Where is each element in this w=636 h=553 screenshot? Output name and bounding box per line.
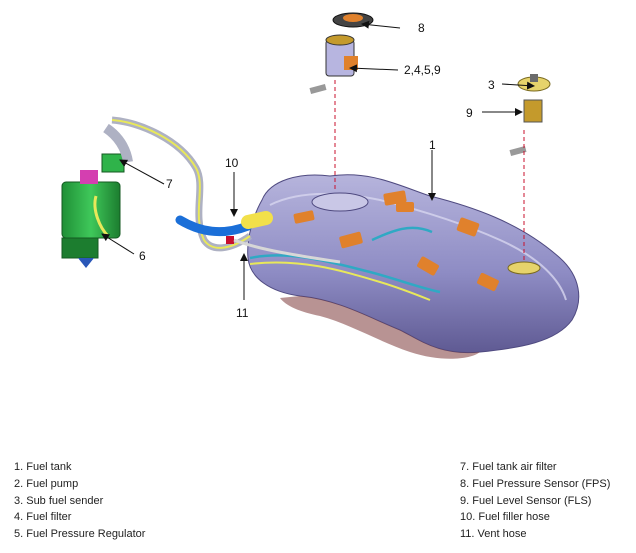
filler-hose — [103, 116, 341, 264]
callout-9: 9 — [466, 106, 473, 120]
leader-lines — [101, 20, 535, 300]
canister-assembly — [61, 153, 125, 268]
legend-item: 3. Sub fuel sender — [14, 494, 104, 507]
legend-right: 7. Fuel tank air filter 8. Fuel Pressure… — [460, 459, 610, 543]
legend-item: 7. Fuel tank air filter — [460, 461, 557, 473]
callout-6: 6 — [139, 249, 146, 263]
callout-1: 1 — [429, 138, 436, 152]
callout-8: 8 — [418, 21, 425, 35]
fuel-system-diagram: 8 2,4,5,9 3 9 1 10 7 6 11 — [61, 12, 580, 359]
callout-7: 7 — [166, 177, 173, 191]
callout-2459: 2,4,5,9 — [404, 63, 441, 77]
legend-item: 8. Fuel Pressure Sensor (FPS) — [460, 477, 611, 490]
sub-fuel-sender — [509, 74, 551, 262]
legend-item: 4. Fuel filter — [14, 511, 72, 524]
legend-item: 10. Fuel filler hose — [460, 511, 550, 524]
fuel-pump-module — [309, 12, 374, 190]
fuel-tank — [247, 174, 580, 359]
tank-pads — [293, 190, 499, 292]
legend-item: 11. Vent hose — [460, 528, 527, 541]
callout-10: 10 — [225, 156, 239, 170]
legend-item: 5. Fuel Pressure Regulator — [14, 528, 146, 541]
callout-11: 11 — [236, 306, 249, 320]
legend-item: 9. Fuel Level Sensor (FLS) — [460, 494, 592, 507]
callout-3: 3 — [488, 78, 495, 92]
legend-item: 1. Fuel tank — [14, 461, 72, 473]
legend-item: 2. Fuel pump — [14, 477, 79, 490]
legend-left: 1. Fuel tank 2. Fuel pump 3. Sub fuel se… — [14, 459, 145, 543]
